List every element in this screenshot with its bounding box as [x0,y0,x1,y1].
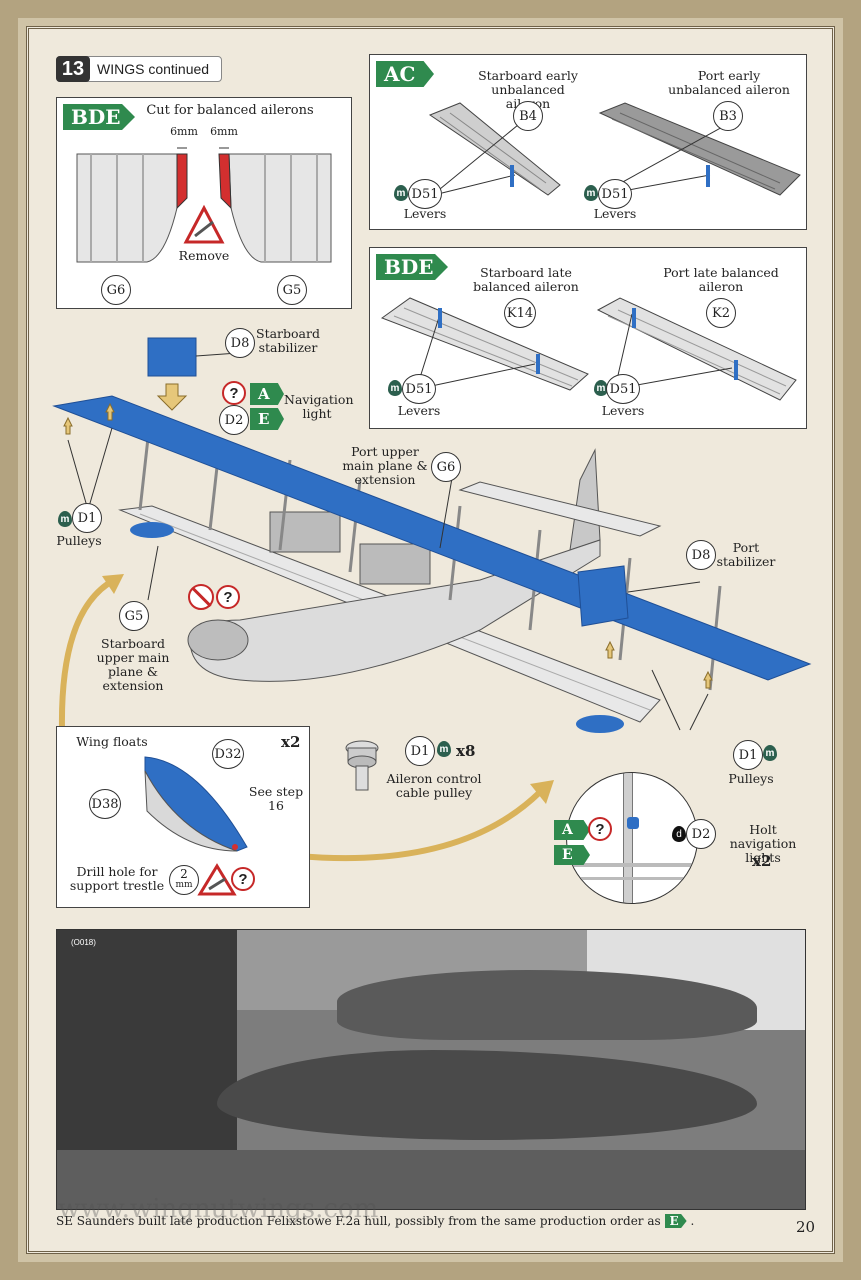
part-callout-k14: K14 [504,298,536,328]
drop-m-icon: m [437,741,451,757]
part-callout-d38: D38 [89,789,121,819]
warning-icon [192,210,193,211]
drill-icon [197,863,237,896]
drop-d-icon: d [672,826,686,842]
step-header: 13 WINGS continued [56,56,222,82]
part-callout-b4: B4 [513,101,543,131]
drop-m-icon: m [388,380,402,396]
part-callout-d8-port: D8 [686,540,716,570]
caption-version-tag-e: E [664,1214,687,1228]
wing-floats-label: Wing floats [76,734,148,749]
measure-right: 6mm [210,125,238,138]
version-tag-e: E [554,845,590,865]
question-icon: ? [588,817,612,841]
panel-wing-floats: Wing floats x2 D32 D38 See step 16 Drill… [56,726,310,908]
cut-title: Cut for balanced ailerons [146,103,314,118]
pulleys-label-starboard: Pulleys [56,533,102,548]
port-stabilizer-label: Port stabilizer [716,540,776,569]
part-callout-d51-port: D51 [606,374,640,404]
drop-m-icon: m [394,185,408,201]
float-diagram [144,756,248,852]
version-tag-e: E [250,408,284,430]
page-number: 20 [796,1218,816,1236]
step-number: 13 [56,56,90,82]
starboard-upper-label: Starboard upper main plane & extension [96,636,170,693]
starboard-stabilizer-label: Starboard stabilizer [256,326,320,355]
levers-label-port: Levers [601,403,645,418]
holt-label: Holt navigation lights [729,822,797,865]
version-tag-bde: BDE [376,254,448,280]
step-title: WINGS continued [97,61,210,77]
photo-caption: SE Saunders built late production Felixs… [56,1214,695,1228]
part-callout-g5: G5 [277,275,307,305]
levers-label-starboard: Levers [397,403,441,418]
drill-size: 2 [180,867,188,881]
part-callout-d2: D2 [219,405,249,435]
starboard-late-label: Starboard late balanced aileron [473,265,579,294]
see-step-label: See step 16 [248,784,304,813]
bde-aileron-diagram [380,297,797,401]
floats-quantity: x2 [281,733,301,751]
panel-bde-ailerons: BDE Starboard late balanced aileron Port… [369,247,807,429]
port-early-label: Port early unbalanced aileron [668,68,790,97]
panel-ac-ailerons: AC Starboard early unbalanced aileron Po… [369,54,807,230]
drop-m-icon: m [58,511,72,527]
part-callout-d51-starboard: D51 [402,374,436,404]
question-icon: ? [231,867,255,891]
part-callout-d1-starboard: D1 [72,503,102,533]
navigation-light-label: Navigation light [284,392,354,421]
version-tag-a: A [554,820,590,840]
cut-diagram [76,147,332,263]
remove-label: Remove [178,248,230,263]
version-tag-bde: BDE [63,104,135,130]
arrow-icon [58,574,554,862]
pulleys-label-port: Pulleys [728,771,774,786]
pulley-label: Aileron control cable pulley [386,771,482,800]
part-callout-d51-starboard: D51 [408,179,442,209]
photo-caption-text: SE Saunders built late production Felixs… [56,1214,661,1228]
port-late-label: Port late balanced aileron [663,265,779,294]
part-callout-g6: G6 [101,275,131,305]
holt-quantity: x2 [752,852,772,870]
part-callout-g5-main: G5 [119,601,149,631]
levers-label-port: Levers [593,206,637,221]
question-icon: ? [216,585,240,609]
part-callout-d1-pulley: D1 [405,736,435,766]
drill-unit: mm [175,880,193,890]
levers-label-starboard: Levers [403,206,447,221]
historic-photo: (O018) [56,929,806,1210]
panel-cut-ailerons: BDE Cut for balanced ailerons 6mm 6mm Re… [56,97,352,309]
watermark: www.wingnutwings.com [58,1194,379,1224]
part-callout-d32: D32 [212,739,244,769]
measure-left: 6mm [170,125,198,138]
drill-size-callout: 2 mm [169,865,199,895]
drop-m-icon: m [763,745,777,761]
no-glue-icon [188,584,214,610]
pulley-icon [345,740,379,791]
part-callout-d1-port: D1 [733,740,763,770]
drill-label: Drill hole for support trestle [69,864,165,893]
drop-m-icon: m [594,380,608,396]
part-callout-d2-holt: D2 [686,819,716,849]
pulley-quantity: x8 [456,742,476,760]
ac-aileron-diagram [428,102,801,196]
aircraft-illustration [52,337,812,733]
part-callout-b3: B3 [713,101,743,131]
part-callout-k2: K2 [706,298,736,328]
photo-code: (O018) [71,938,96,947]
part-callout-d8-starboard: D8 [225,328,255,358]
question-icon: ? [222,381,246,405]
version-tag-ac: AC [376,61,434,87]
part-callout-g6-main: G6 [431,452,461,482]
drop-m-icon: m [584,185,598,201]
port-upper-label: Port upper main plane & extension [342,444,428,487]
version-tag-a: A [250,383,284,405]
part-callout-d51-port: D51 [598,179,632,209]
